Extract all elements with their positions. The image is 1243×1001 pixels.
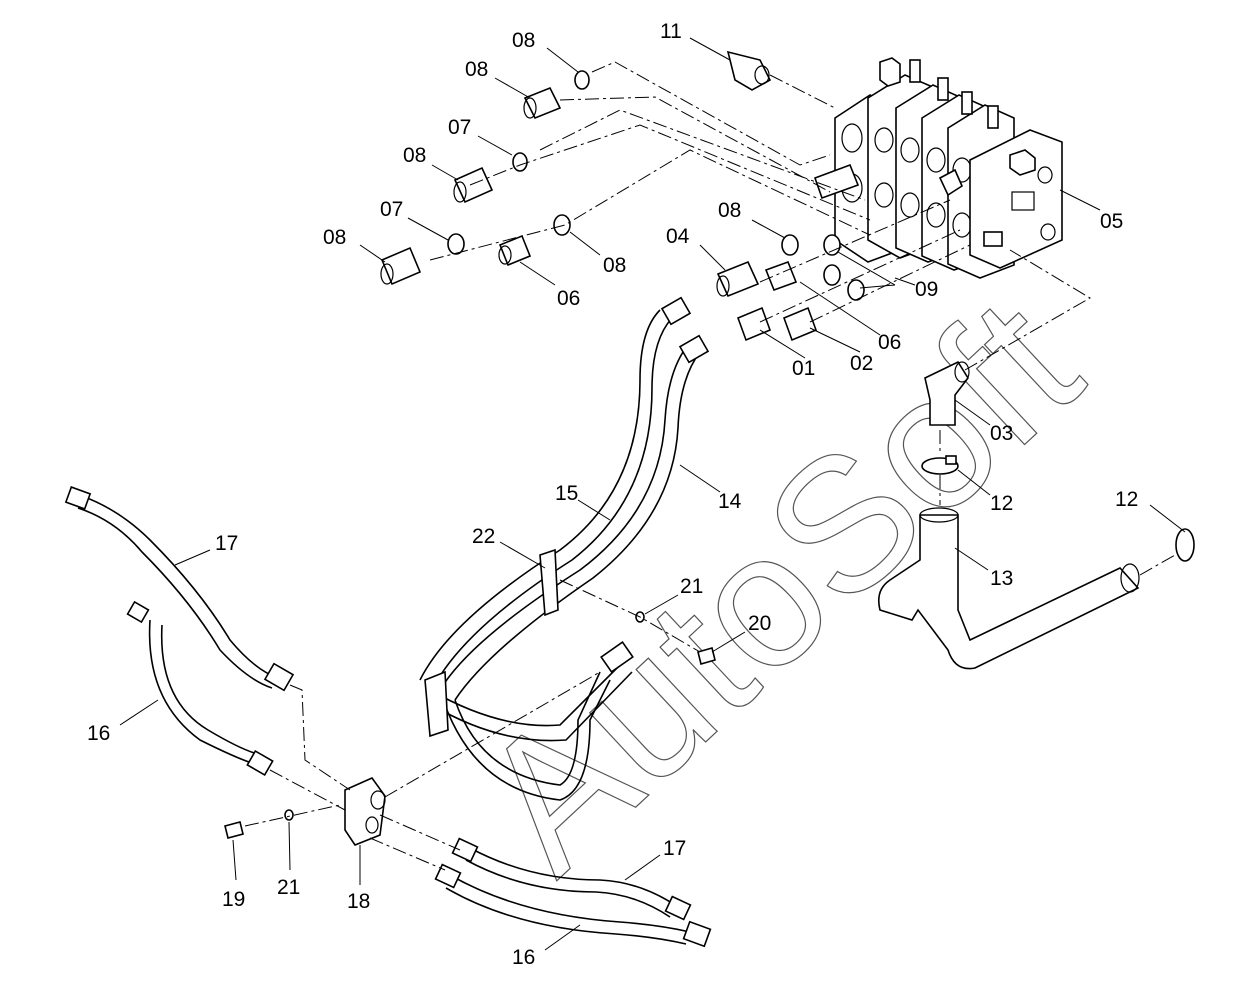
fitting-06-b (764, 260, 798, 292)
bolt-19 (224, 821, 244, 839)
callout-13: 13 (990, 567, 1013, 590)
hose-16-bottom (434, 863, 712, 948)
seal-ring-08-a (512, 152, 528, 172)
callout-07-a: 08 (403, 144, 426, 167)
seal-ring-08-b (447, 233, 465, 255)
seal-ring-08-c (553, 214, 571, 236)
callout-labels: 08 08 11 07 08 07 08 08 08 08 06 04 08 0… (87, 20, 1138, 969)
callout-12-b: 12 (1115, 488, 1138, 511)
hose-end-fitting (600, 641, 634, 673)
callout-16-a: 16 (87, 722, 110, 745)
callout-22: 22 (472, 525, 495, 548)
hose-15 (419, 296, 692, 691)
callout-01: 01 (792, 357, 815, 380)
callout-06-a: 06 (557, 287, 580, 310)
callout-08-e: 09 (915, 278, 938, 301)
callout-21-a: 21 (680, 575, 703, 598)
callout-18: 18 (347, 890, 370, 913)
callout-02: 02 (850, 352, 873, 375)
fitting-09 (523, 86, 562, 120)
callout-08-d-label: 08 (718, 199, 741, 222)
fitting-07-a (453, 166, 494, 204)
callout-07-b-label: 08 (323, 226, 346, 249)
fitting-04 (716, 260, 760, 298)
seal-ring-10 (574, 70, 590, 90)
hose-16-left (126, 600, 274, 777)
callout-06-b: 06 (878, 331, 901, 354)
elbow-fitting-03 (924, 360, 970, 426)
callout-14: 14 (718, 490, 742, 513)
callout-21-b: 21 (277, 876, 300, 899)
callout-17-b: 17 (663, 837, 686, 860)
bolt-20 (697, 647, 716, 665)
callout-05: 05 (1100, 210, 1123, 233)
hose-13 (877, 507, 1140, 670)
leader-lines (119, 37, 1186, 951)
seal-ring-08-f (823, 264, 841, 286)
callout-17-a: 17 (215, 532, 238, 555)
seal-ring-08-e (823, 234, 841, 256)
callout-08-b: 07 (380, 198, 403, 221)
fitting-06-a (498, 234, 532, 267)
hose-return-loop (439, 671, 611, 801)
seal-ring-08-d (781, 234, 799, 256)
callout-08-a: 07 (448, 116, 471, 139)
callout-16-b: 16 (512, 946, 535, 969)
callout-03: 03 (990, 422, 1013, 445)
hose-14 (439, 334, 710, 701)
hose-17-left (64, 486, 295, 692)
washer-21-b (284, 809, 294, 821)
hose-17-bottom (451, 837, 692, 921)
callout-09: 08 (465, 58, 488, 81)
callout-08-c-label: 08 (603, 254, 626, 277)
callout-10: 08 (512, 29, 535, 52)
control-valve-assembly (813, 57, 1063, 279)
callout-04: 04 (666, 225, 690, 248)
bracket-22 (424, 548, 559, 738)
elbow-fitting-11 (726, 50, 772, 91)
callout-19: 19 (222, 888, 245, 911)
callout-12-a: 12 (990, 492, 1013, 515)
fitting-07-b (380, 246, 422, 286)
assembly-lines (244, 61, 1176, 871)
manifold-block-18 (344, 777, 386, 846)
callout-20: 20 (748, 612, 771, 635)
callout-11: 11 (660, 20, 682, 43)
watermark: AutoSoft (440, 259, 1118, 911)
callout-15: 15 (555, 482, 578, 505)
hose-clamp-12-b (1175, 528, 1195, 562)
fitting-01 (736, 306, 772, 342)
hose-clamp-12-a (921, 455, 959, 475)
hose-lower-loop (429, 659, 633, 742)
fitting-02 (782, 306, 818, 342)
